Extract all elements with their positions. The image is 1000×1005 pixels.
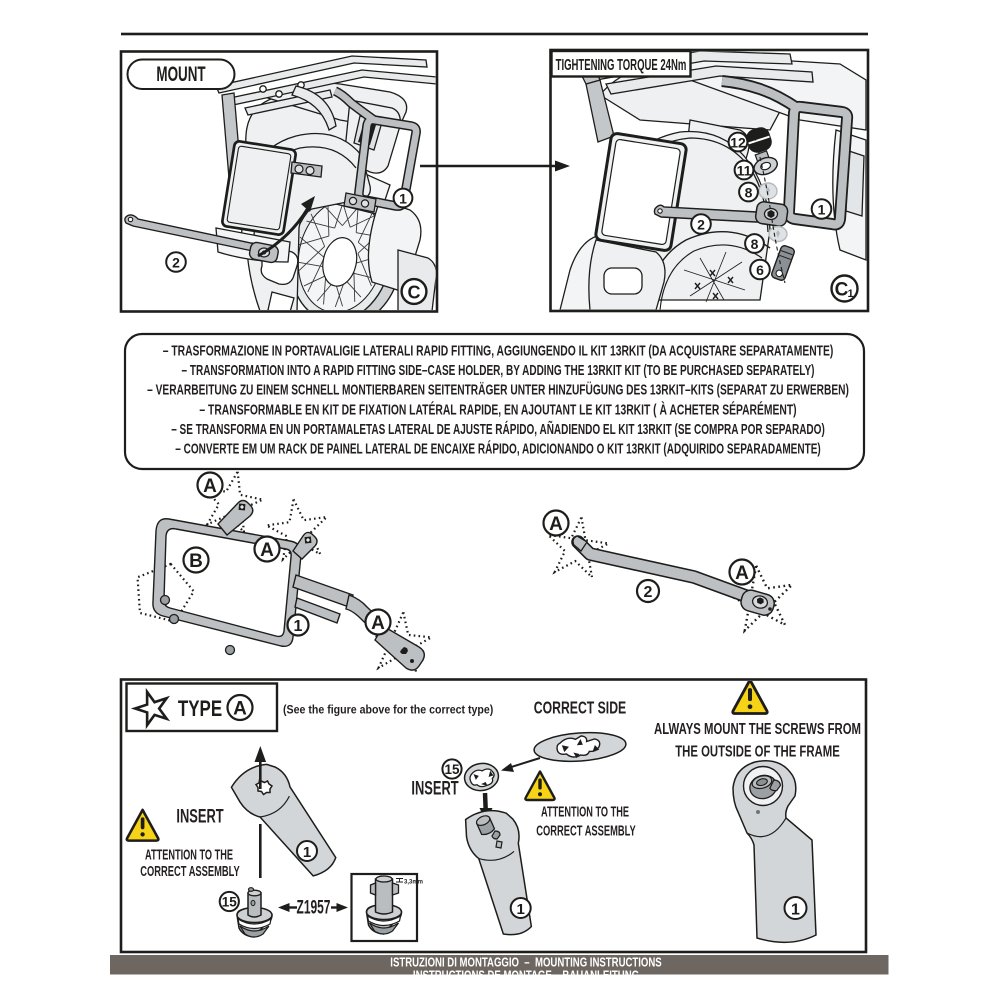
svg-text:C: C	[408, 283, 421, 303]
svg-text:INSERT: INSERT	[411, 777, 458, 799]
svg-text:A: A	[371, 613, 385, 634]
svg-text:3,3mm: 3,3mm	[404, 880, 423, 886]
svg-text:MOUNT: MOUNT	[156, 62, 205, 86]
svg-text:Z1957: Z1957	[297, 898, 331, 918]
svg-text:1: 1	[303, 844, 311, 861]
svg-text:A: A	[233, 699, 247, 720]
svg-text:A: A	[260, 540, 274, 561]
svg-text:2: 2	[697, 217, 705, 233]
svg-text:ATTENTION TO THE: ATTENTION TO THE	[541, 803, 629, 820]
svg-text:2: 2	[644, 584, 653, 601]
svg-text:INSTRUCTIONS DE MONTAGE – BAUA: INSTRUCTIONS DE MONTAGE – BAUANLEITUNG	[413, 969, 639, 983]
svg-text:B: B	[189, 551, 203, 572]
svg-text:2: 2	[172, 255, 180, 271]
svg-text:– TRANSFORMATION INTO A RAPID: – TRANSFORMATION INTO A RAPID FITTING SI…	[181, 361, 814, 379]
svg-text:11: 11	[737, 163, 752, 179]
svg-text:– SE TRANSFORMA EN UN PORTAMAL: – SE TRANSFORMA EN UN PORTAMALETAS LATER…	[171, 420, 825, 438]
svg-text:CORRECT ASSEMBLY: CORRECT ASSEMBLY	[140, 863, 239, 880]
svg-text:8: 8	[745, 185, 753, 201]
svg-text:8: 8	[751, 236, 759, 252]
svg-text:6: 6	[756, 262, 764, 278]
svg-text:C: C	[835, 280, 849, 301]
svg-text:A: A	[203, 476, 217, 497]
svg-text:TIGHTENING TORQUE 24Nm: TIGHTENING TORQUE 24Nm	[556, 56, 687, 74]
svg-text:1: 1	[791, 902, 800, 919]
svg-text:CORRECT ASSEMBLY: CORRECT ASSEMBLY	[536, 822, 635, 839]
svg-text:CORRECT SIDE: CORRECT SIDE	[534, 698, 626, 718]
svg-text:– TRANSFORMABLE EN KIT DE FIX: – TRANSFORMABLE EN KIT DE FIXATION LATÉR…	[199, 400, 796, 418]
svg-text:15: 15	[222, 895, 238, 910]
svg-text:A: A	[735, 563, 749, 584]
svg-text:ATTENTION TO THE: ATTENTION TO THE	[145, 846, 233, 863]
svg-text:1: 1	[847, 288, 853, 300]
svg-text:1: 1	[818, 202, 826, 218]
svg-text:THE OUTSIDE OF THE FRAME: THE OUTSIDE OF THE FRAME	[675, 742, 840, 760]
svg-text:– CONVERTE EM UM RACK DE PAINE: – CONVERTE EM UM RACK DE PAINEL LATERAL …	[175, 439, 820, 457]
svg-text:1: 1	[294, 618, 303, 635]
svg-text:12: 12	[730, 135, 746, 151]
svg-text:15: 15	[444, 762, 460, 777]
svg-text:– TRASFORMAZIONE IN PORTAVALIG: – TRASFORMAZIONE IN PORTAVALIGIE LATERAL…	[163, 341, 834, 359]
svg-text:TYPE: TYPE	[178, 697, 222, 722]
svg-text:1: 1	[399, 191, 407, 207]
svg-text:(See the figure above for the: (See the figure above for the correct ty…	[283, 704, 494, 717]
svg-text:– VERARBEITUNG ZU EINEM SCHNEL: – VERARBEITUNG ZU EINEM SCHNELL MONTIERB…	[147, 381, 849, 399]
svg-text:1: 1	[517, 901, 525, 918]
svg-text:INSERT: INSERT	[176, 805, 223, 827]
svg-text:ISTRUZIONI DI MONTAGGIO – MO: ISTRUZIONI DI MONTAGGIO – MOUNTING INSTR…	[390, 956, 662, 970]
svg-text:A: A	[549, 514, 563, 535]
svg-text:ALWAYS MOUNT THE SCREWS FROM: ALWAYS MOUNT THE SCREWS FROM	[654, 719, 861, 737]
